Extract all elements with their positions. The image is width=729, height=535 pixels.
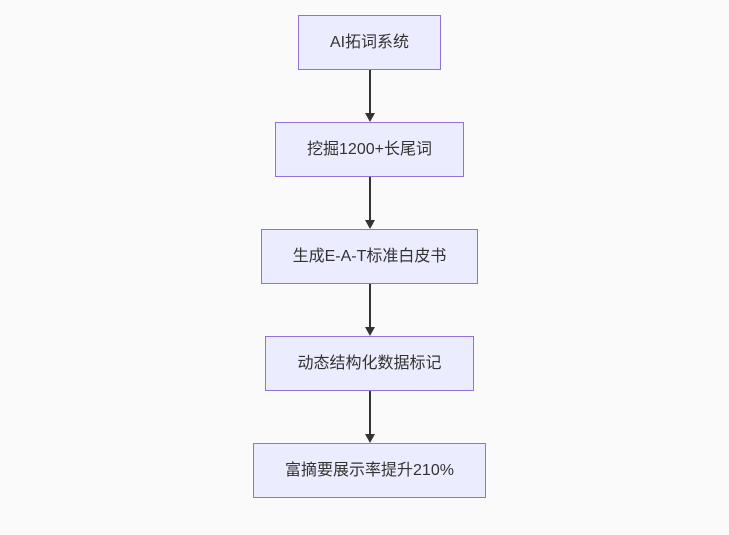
arrowhead-down-icon [364,327,375,336]
flow-arrow-1 [364,70,376,122]
flow-arrow-4 [364,391,376,443]
arrow-shaft [368,284,371,330]
arrow-shaft [368,70,371,116]
arrow-shaft [368,177,371,223]
flow-node-ai-word-expansion-system: AI拓词系统 [297,15,442,70]
flow-arrow-2 [364,177,376,229]
flow-node-generate-eat-whitepaper: 生成E-A-T标准白皮书 [260,229,479,284]
arrowhead-down-icon [364,113,375,122]
flow-node-mine-longtail-keywords: 挖掘1200+长尾词 [275,122,464,177]
arrow-shaft [368,391,371,437]
arrowhead-down-icon [364,434,375,443]
flow-arrow-3 [364,284,376,336]
arrowhead-down-icon [364,220,375,229]
flowchart-column: AI拓词系统 挖掘1200+长尾词 生成E-A-T标准白皮书 动态结构化数据标记… [5,15,729,498]
flow-node-rich-snippet-rate-increase: 富摘要展示率提升210% [253,443,486,498]
flow-node-dynamic-structured-data-markup: 动态结构化数据标记 [265,336,474,391]
